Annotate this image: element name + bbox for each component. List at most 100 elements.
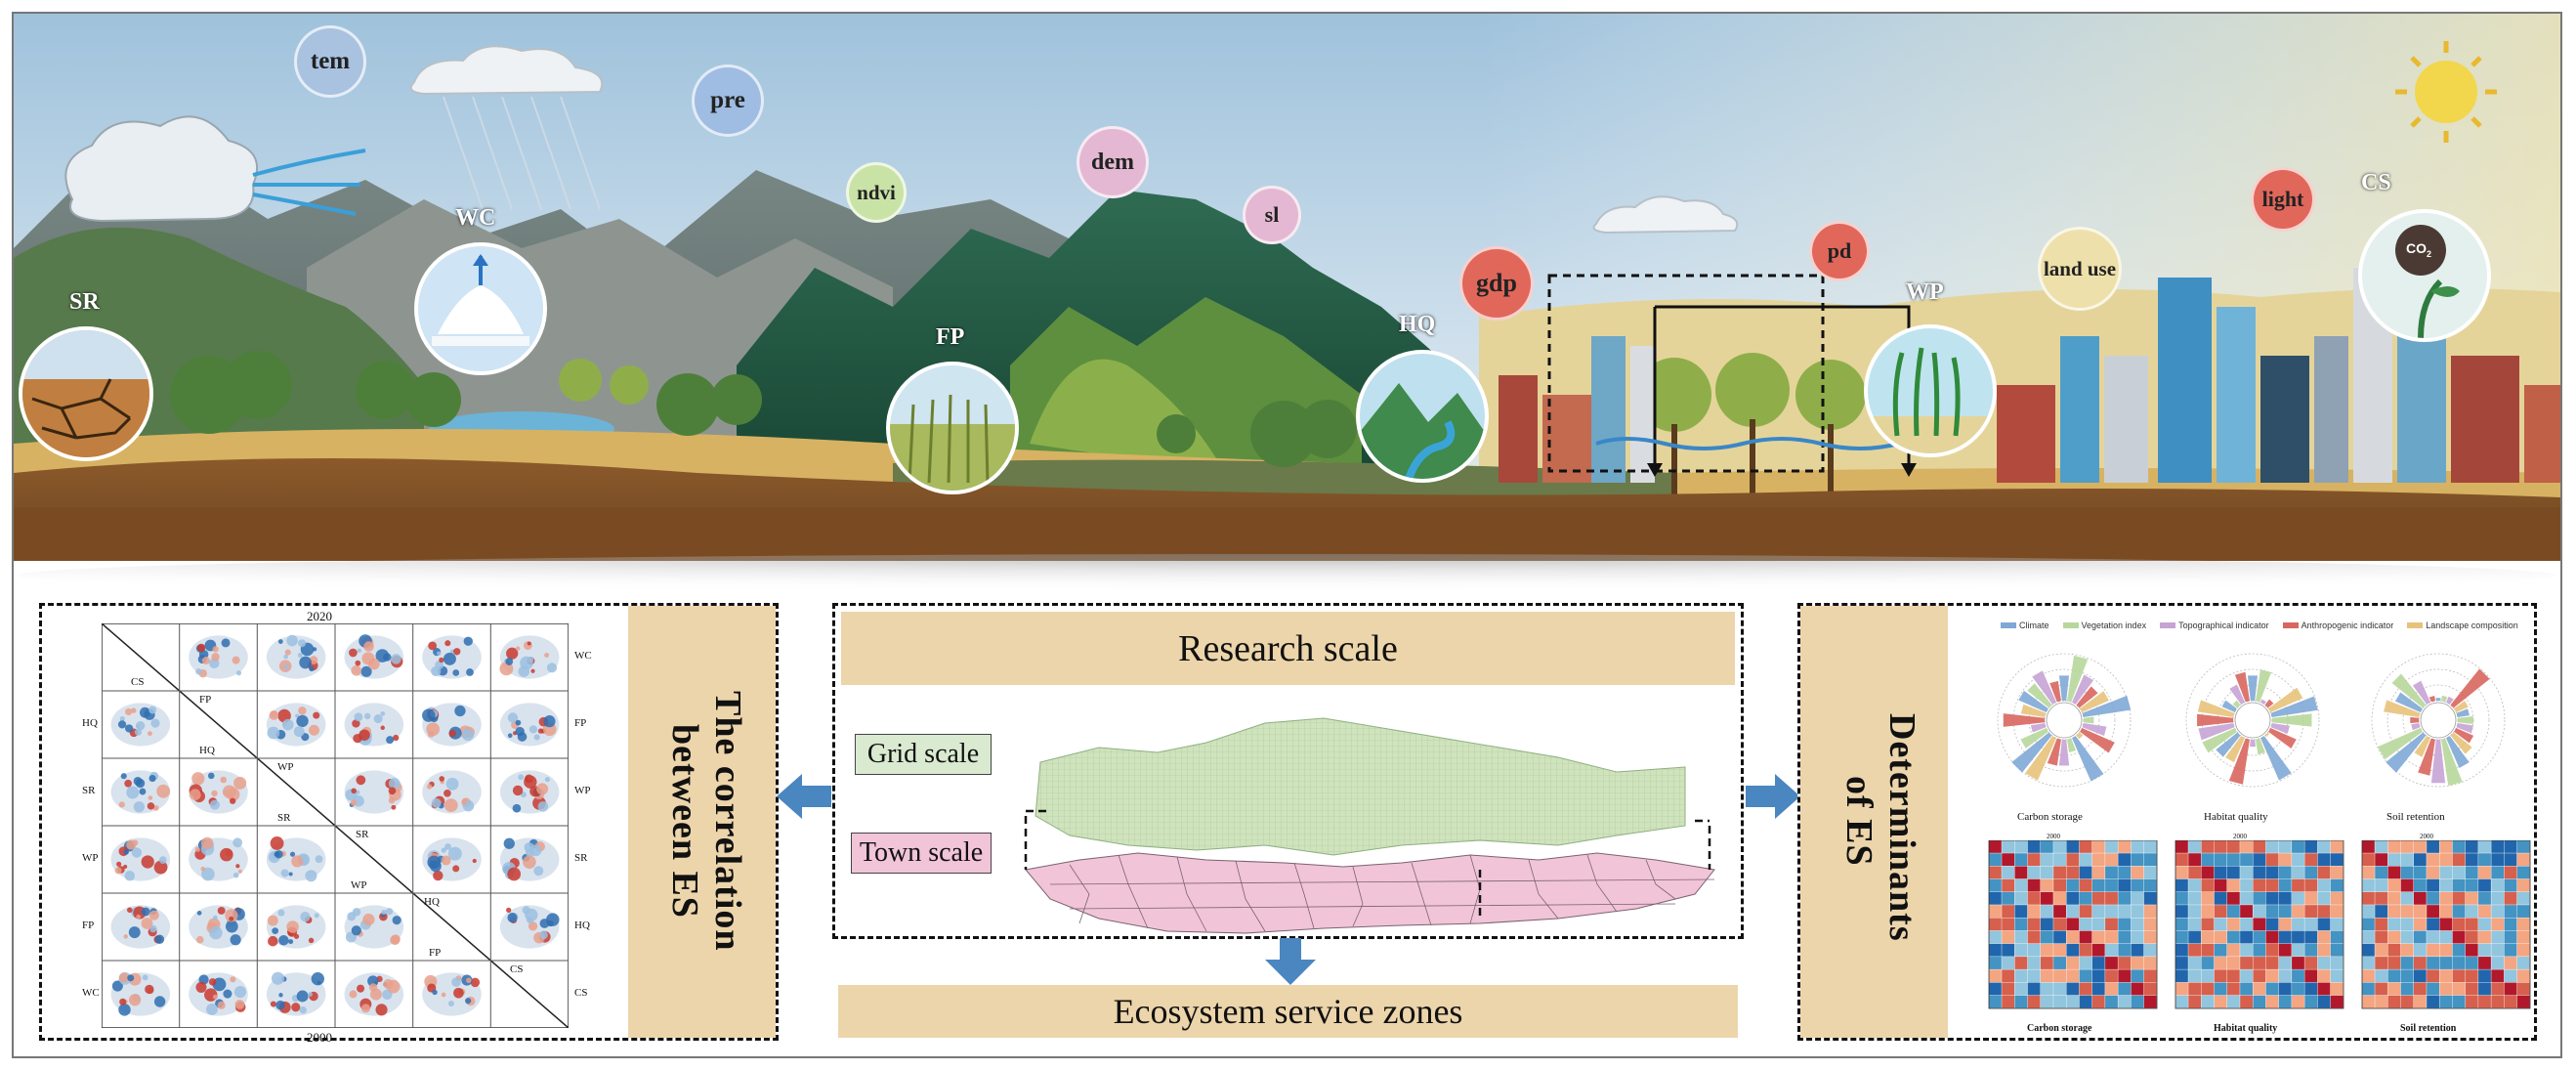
correlation-map-thumb (499, 635, 560, 679)
diag-label-4: WP (277, 761, 294, 773)
correlation-map-thumb (110, 703, 171, 747)
co2-text: CO2 (2406, 240, 2432, 259)
matrix-right-label-1: WC (574, 650, 592, 662)
heat-title-1: Carbon storage (2027, 1023, 2092, 1034)
correlation-map-thumb (266, 836, 326, 882)
figure-frame (12, 12, 2562, 1058)
diag-label-5: SR (277, 812, 291, 824)
correlation-map-thumb (422, 770, 482, 814)
matrix-right-label-6: CS (574, 987, 588, 999)
driver-pre: pre (692, 64, 764, 137)
determinants-legend: Climate Vegetation index Topographical i… (2001, 621, 2518, 630)
determinants-panel: Determinants of ES Climate Vegetation in… (1797, 603, 2537, 1041)
radar-title-1: Carbon storage (2017, 811, 2083, 823)
driver-light: light (2251, 167, 2315, 232)
driver-tem: tem (294, 25, 366, 98)
town-scale-label: Town scale (851, 833, 992, 874)
correlation-title: The correlation between ES (664, 690, 748, 952)
driver-sl: sl (1243, 186, 1301, 244)
service-label-fp: FP (936, 324, 965, 350)
driver-land-use: land use (2038, 227, 2122, 311)
service-label-wp: WP (1906, 279, 1944, 305)
heat-title-3: Soil retention (2400, 1023, 2457, 1034)
service-label-cs: CS (2361, 170, 2391, 195)
zones-title: Ecosystem service zones (1113, 992, 1463, 1031)
correlation-map-thumb (189, 905, 248, 949)
correlation-map-thumb (110, 770, 171, 814)
correlation-map-thumb (499, 837, 560, 881)
arrow-down (1265, 938, 1316, 985)
landscape-scene: tem pre ndvi dem sl gdp pd light land us… (14, 14, 2560, 590)
service-cs-icon: CO2 (2358, 209, 2491, 342)
correlation-matrix: 2020 2000 WC FP WP SR HQ CS HQ SR WP FP … (82, 609, 592, 1045)
correlation-panel: 2020 2000 WC FP WP SR HQ CS HQ SR WP FP … (39, 603, 779, 1045)
correlation-map-thumb (344, 905, 404, 949)
correlation-map-thumb (266, 971, 326, 1016)
heat-title-2: Habitat quality (2214, 1023, 2278, 1034)
service-wp-icon (1864, 324, 1997, 457)
service-wc-icon (414, 242, 547, 375)
arrow-right (1746, 774, 1800, 819)
diag-label-3: HQ (199, 745, 215, 756)
diag-label-2: FP (199, 694, 212, 706)
heat-year-2: 2000 (2233, 833, 2247, 840)
matrix-left-label-1: HQ (82, 717, 98, 729)
matrix-right-label-3: WP (574, 785, 591, 796)
driver-dem: dem (1077, 126, 1149, 198)
diag-label-8: HQ (424, 896, 440, 908)
grid-scale-label: Grid scale (855, 734, 992, 775)
matrix-left-label-2: SR (82, 785, 96, 796)
zones-box: Ecosystem service zones (838, 985, 1738, 1038)
correlation-map-thumb (422, 703, 482, 747)
radar-chart (1997, 653, 2132, 788)
correlation-map-thumb (189, 972, 248, 1016)
correlation-map-thumb (499, 703, 560, 747)
correlation-title-box: The correlation between ES (628, 606, 776, 1038)
legend-landscape: Landscape composition (2407, 621, 2518, 630)
legend-vegetation: Vegetation index (2062, 621, 2146, 630)
correlation-heatmap (2361, 840, 2531, 1009)
correlation-map-thumb (266, 703, 326, 747)
driver-ndvi: ndvi (846, 162, 907, 223)
correlation-map-thumb (189, 770, 248, 814)
legend-climate: Climate (2001, 621, 2049, 630)
determinants-title-box: Determinants of ES (1800, 606, 1948, 1038)
matrix-left-label-3: WP (82, 852, 99, 864)
radar-chart (2185, 653, 2320, 788)
correlation-heatmap (1988, 840, 2158, 1009)
correlation-map-thumb (344, 703, 404, 747)
correlation-map-thumb (344, 770, 404, 814)
correlation-map-thumb (189, 836, 248, 881)
correlation-map-thumb (422, 635, 482, 679)
radar-charts (1997, 653, 2506, 788)
legend-topographical: Topographical indicator (2160, 621, 2269, 630)
diag-label-1: CS (131, 676, 145, 688)
service-label-sr: SR (69, 289, 100, 315)
correlation-map-thumb (344, 972, 404, 1016)
matrix-right-label-4: SR (574, 852, 588, 864)
driver-gdp: gdp (1459, 246, 1534, 321)
radar-title-2: Habitat quality (2204, 811, 2268, 823)
heat-year-3: 2000 (2420, 833, 2433, 840)
correlation-map-thumb (422, 837, 482, 881)
service-sr-icon (19, 326, 153, 461)
matrix-right-label-2: FP (574, 717, 587, 729)
heat-year-1: 2000 (2047, 833, 2060, 840)
correlation-map-thumb (499, 905, 560, 949)
determinants-title: Determinants of ES (1838, 713, 1922, 942)
correlation-map-thumb (499, 770, 560, 814)
diag-label-6: SR (356, 829, 369, 840)
service-label-wc: WC (455, 205, 496, 231)
matrix-right-label-5: HQ (574, 920, 590, 931)
driver-pd: pd (1809, 221, 1870, 281)
service-label-hq: HQ (1399, 312, 1436, 337)
study-area-maps (1024, 717, 1715, 934)
research-scale-title: Research scale (1178, 627, 1398, 669)
year-bottom: 2000 (307, 1030, 332, 1045)
correlation-map-thumb (266, 634, 326, 679)
arrow-left (777, 774, 831, 819)
correlation-map-thumb (344, 634, 404, 679)
correlation-map-thumb (110, 971, 171, 1016)
year-top: 2020 (307, 609, 332, 623)
correlation-map-thumb (110, 905, 171, 949)
